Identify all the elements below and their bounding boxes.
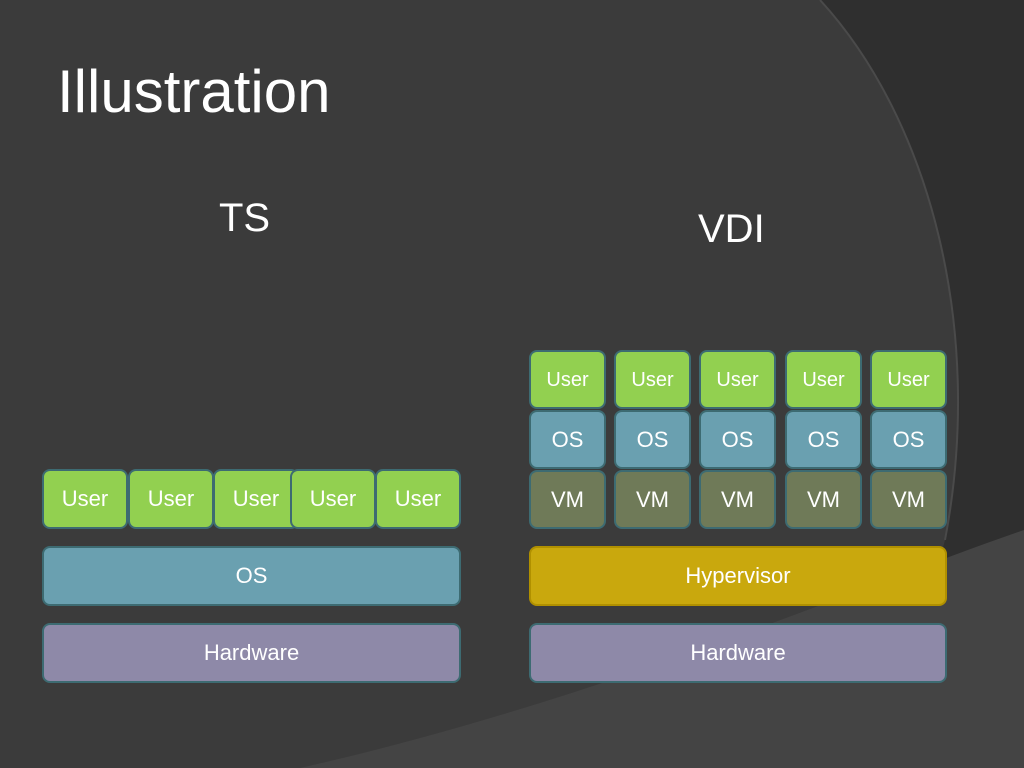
vdi-vm-block: VM [699, 470, 776, 529]
vdi-vm-block: VM [870, 470, 947, 529]
vdi-user-block: User [699, 350, 776, 409]
background-arc-light [300, 530, 1024, 768]
ts-heading: TS [219, 196, 271, 240]
background-arc-edge [819, 0, 959, 541]
vdi-user-block: User [870, 350, 947, 409]
vdi-vm-block: VM [529, 470, 606, 529]
ts-user-block: User [290, 469, 376, 529]
vdi-os-block: OS [699, 410, 776, 469]
vdi-os-block: OS [529, 410, 606, 469]
vdi-heading: VDI [698, 207, 765, 251]
vdi-hardware-block: Hardware [529, 623, 947, 683]
vdi-hypervisor-block: Hypervisor [529, 546, 947, 606]
vdi-os-block: OS [614, 410, 691, 469]
vdi-user-block: User [614, 350, 691, 409]
ts-os-block: OS [42, 546, 461, 606]
vdi-vm-block: VM [785, 470, 862, 529]
ts-user-block: User [42, 469, 128, 529]
vdi-os-block: OS [785, 410, 862, 469]
ts-hardware-block: Hardware [42, 623, 461, 683]
vdi-os-block: OS [870, 410, 947, 469]
ts-user-block: User [128, 469, 214, 529]
vdi-vm-block: VM [614, 470, 691, 529]
ts-user-block: User [213, 469, 299, 529]
vdi-user-block: User [785, 350, 862, 409]
ts-user-block: User [375, 469, 461, 529]
vdi-user-block: User [529, 350, 606, 409]
slide-title: Illustration [57, 58, 331, 125]
